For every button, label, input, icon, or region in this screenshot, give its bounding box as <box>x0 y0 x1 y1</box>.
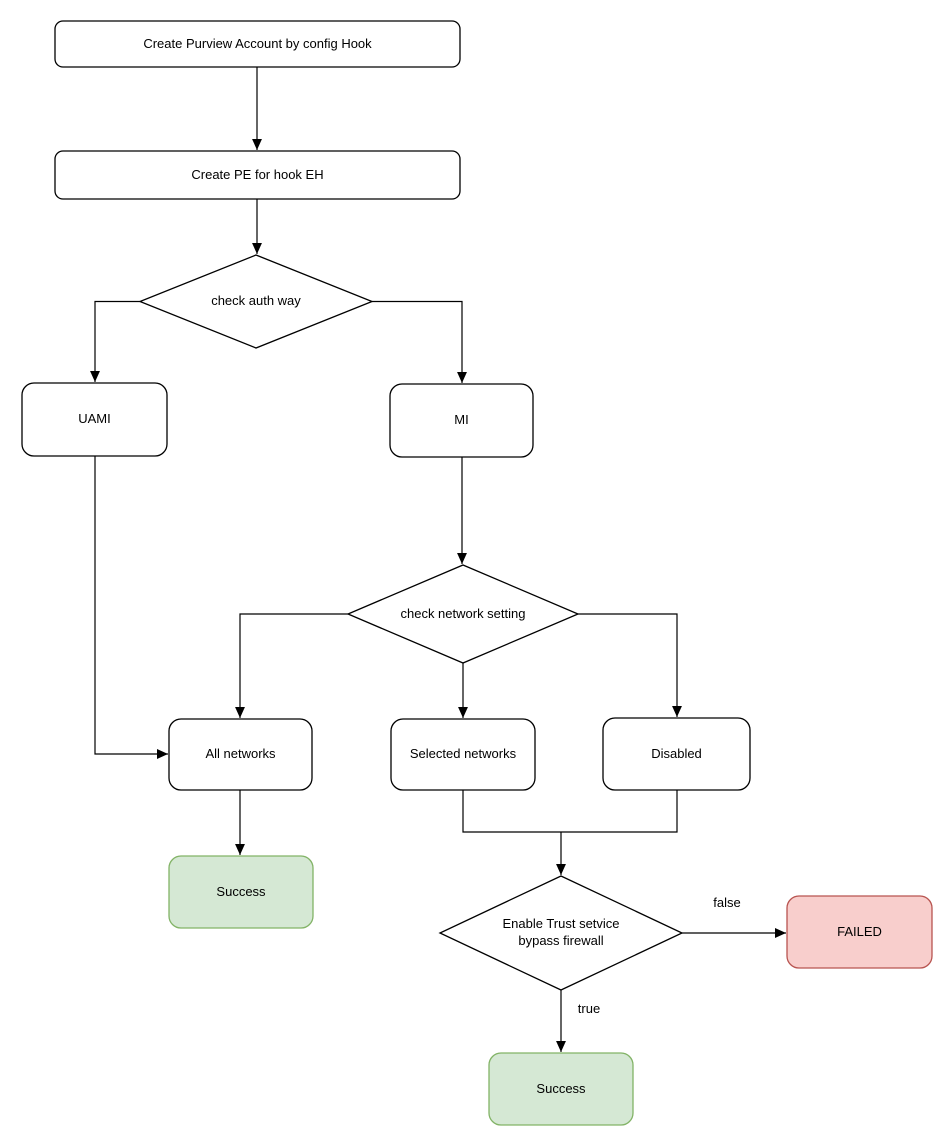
node-mi-shape <box>389 383 534 458</box>
edge-check-auth-to-uami <box>90 300 140 382</box>
node-check-auth-shape <box>138 254 374 349</box>
node-all-networks-shape <box>168 718 313 791</box>
node-selected-networks-shape <box>390 718 536 791</box>
edge-uami-to-all-networks <box>94 456 168 759</box>
node-create-pe-shape <box>54 150 461 200</box>
nodes-group <box>21 20 933 1126</box>
edge-check-network-to-disabled <box>578 613 682 717</box>
node-failed-shape <box>786 895 933 969</box>
node-success-trust-shape <box>488 1052 634 1126</box>
edge-check-network-to-all-networks <box>235 613 348 718</box>
edges-group <box>90 67 786 1052</box>
node-check-network-shape <box>346 564 580 664</box>
node-success-all-shape <box>168 855 314 929</box>
node-disabled-shape <box>602 717 751 791</box>
node-trust-service-shape <box>438 875 684 991</box>
edge-selected-disabled-merge <box>462 790 678 833</box>
node-uami-shape <box>21 382 168 457</box>
node-create-account-shape <box>54 20 461 68</box>
edge-check-auth-to-mi <box>372 300 467 383</box>
